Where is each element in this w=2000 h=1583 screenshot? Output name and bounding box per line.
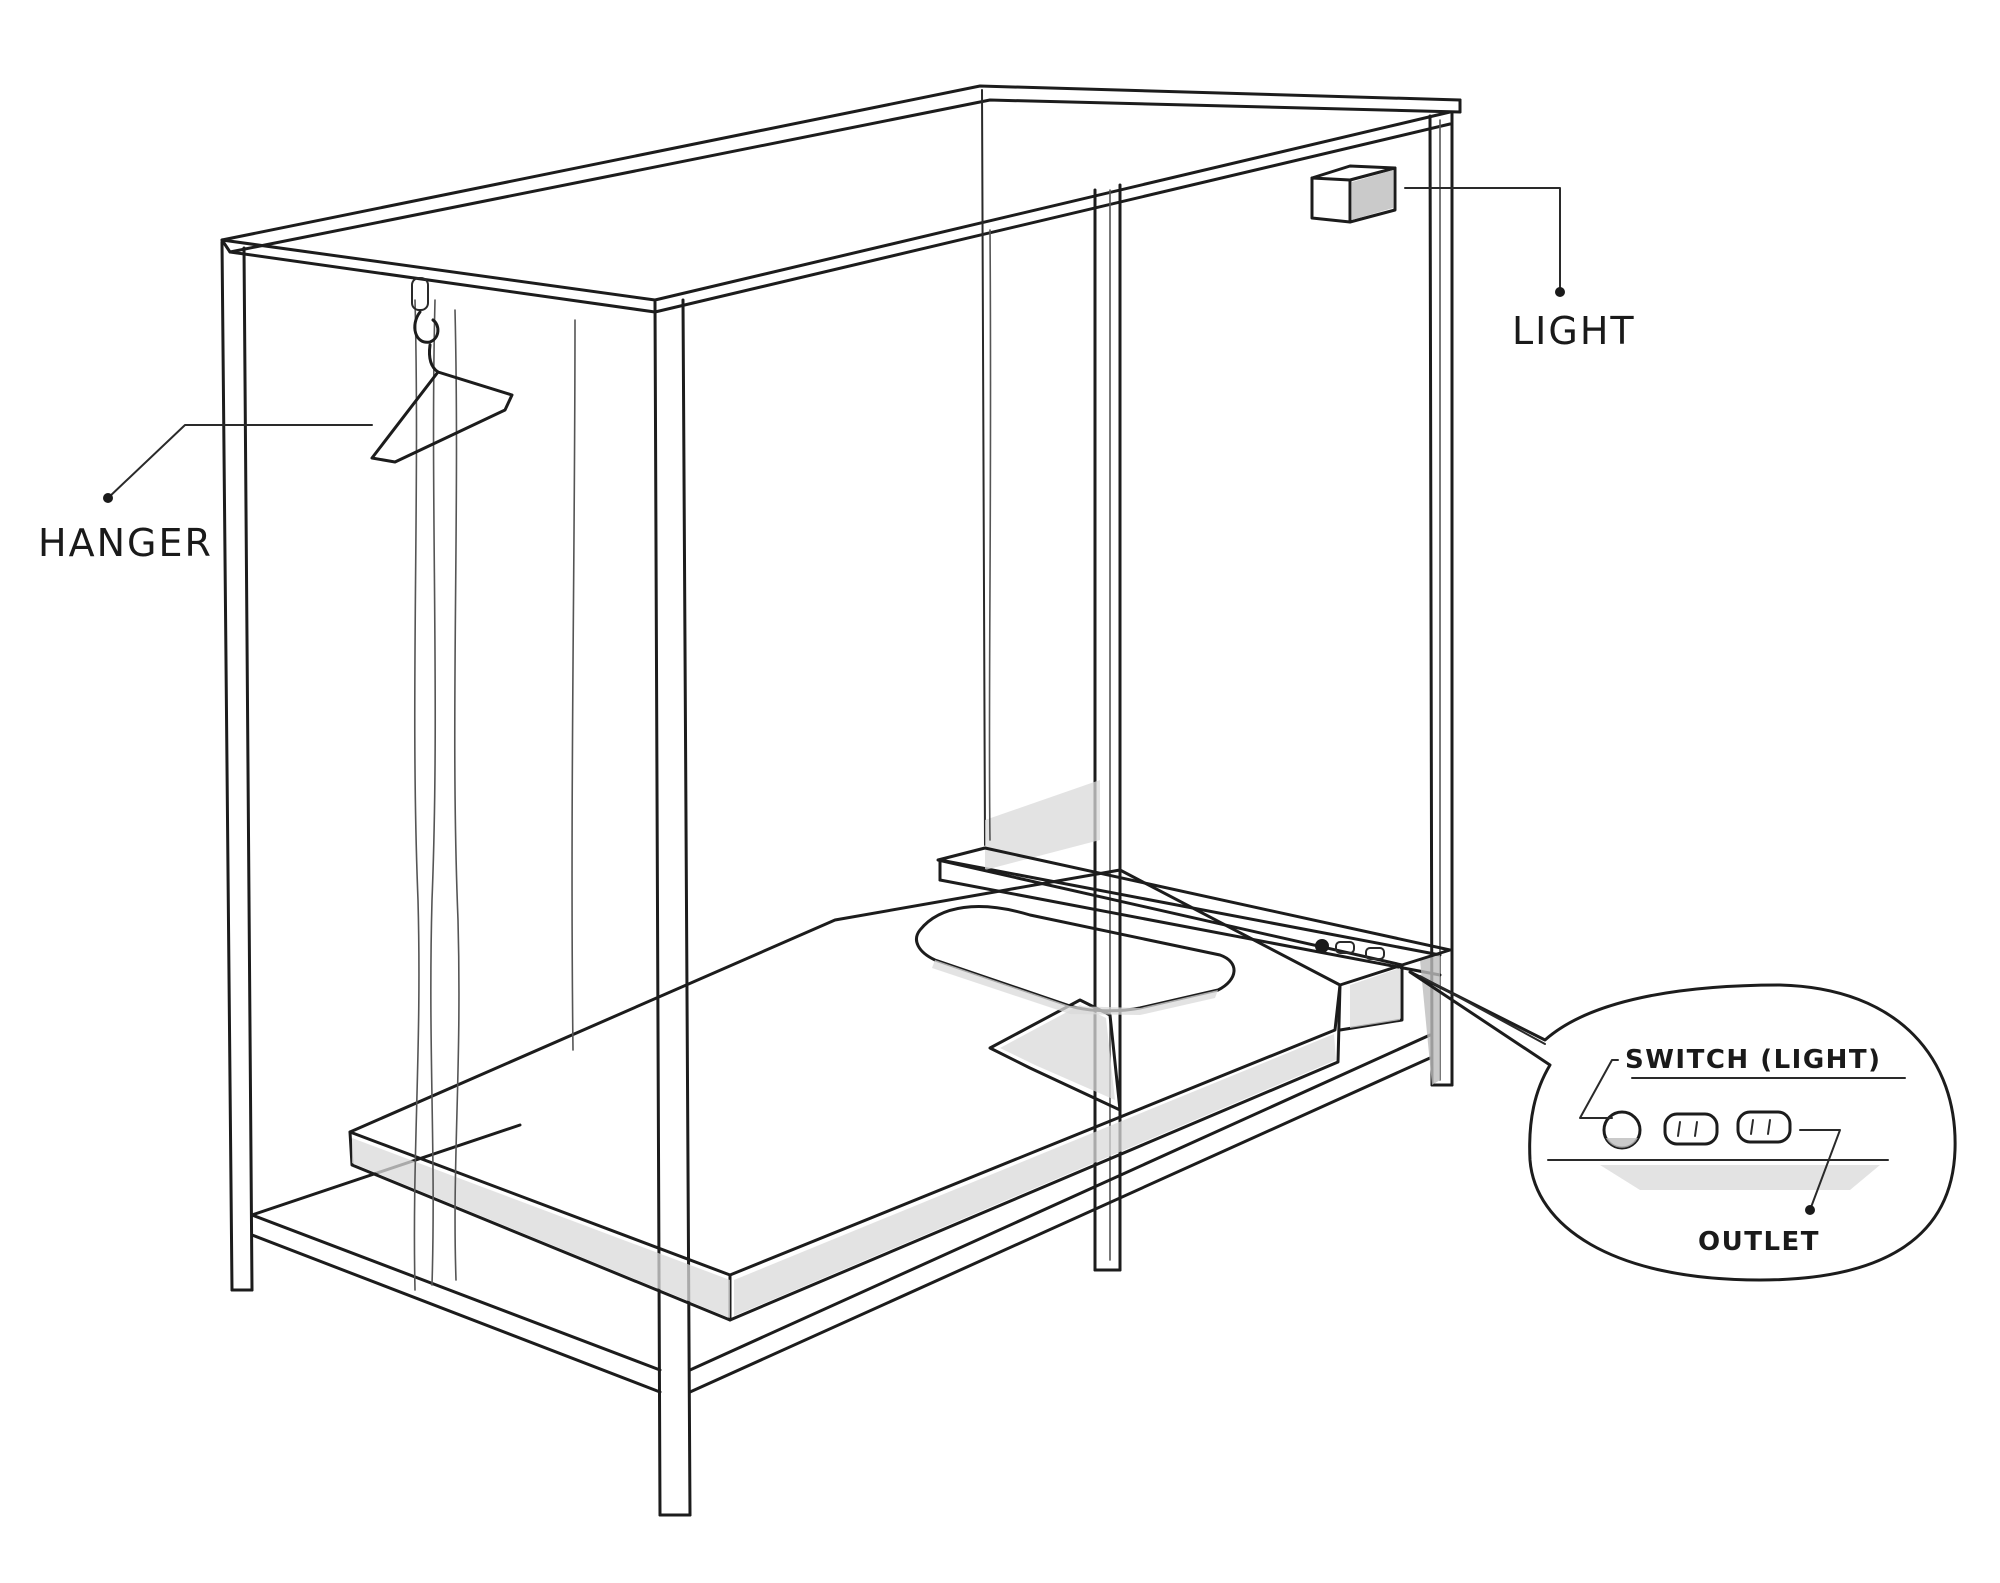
bed-frame-posts (220, 89, 1454, 1517)
bed-frame-top (220, 84, 1462, 314)
hanger-leader-line (103, 424, 373, 503)
outlet-label: OUTLET (1698, 1227, 1820, 1257)
hanger (370, 277, 514, 464)
hanger-label: HANGER (38, 521, 213, 565)
controls-callout (1408, 970, 1957, 1282)
light-label: LIGHT (1512, 309, 1636, 353)
headboard-shelf (936, 846, 1452, 1032)
outlet-icon (1736, 1110, 1792, 1144)
shelf-outlet-icon (1365, 947, 1385, 960)
shelf-outlet-icon (1335, 941, 1355, 954)
switch-label: SWITCH (LIGHT) (1625, 1045, 1882, 1075)
outlet-icon (1663, 1112, 1719, 1146)
mattress (348, 868, 1342, 1322)
hook-mount-icon (411, 277, 429, 311)
bed-platform (250, 780, 1442, 1394)
light-leader-line (1404, 187, 1565, 297)
light-fixture-icon (1310, 164, 1397, 224)
pillow (915, 905, 1236, 1015)
curtain-lines (413, 229, 992, 1291)
switch-button-icon (1602, 1110, 1642, 1150)
shelf-switch-icon (1315, 939, 1329, 953)
